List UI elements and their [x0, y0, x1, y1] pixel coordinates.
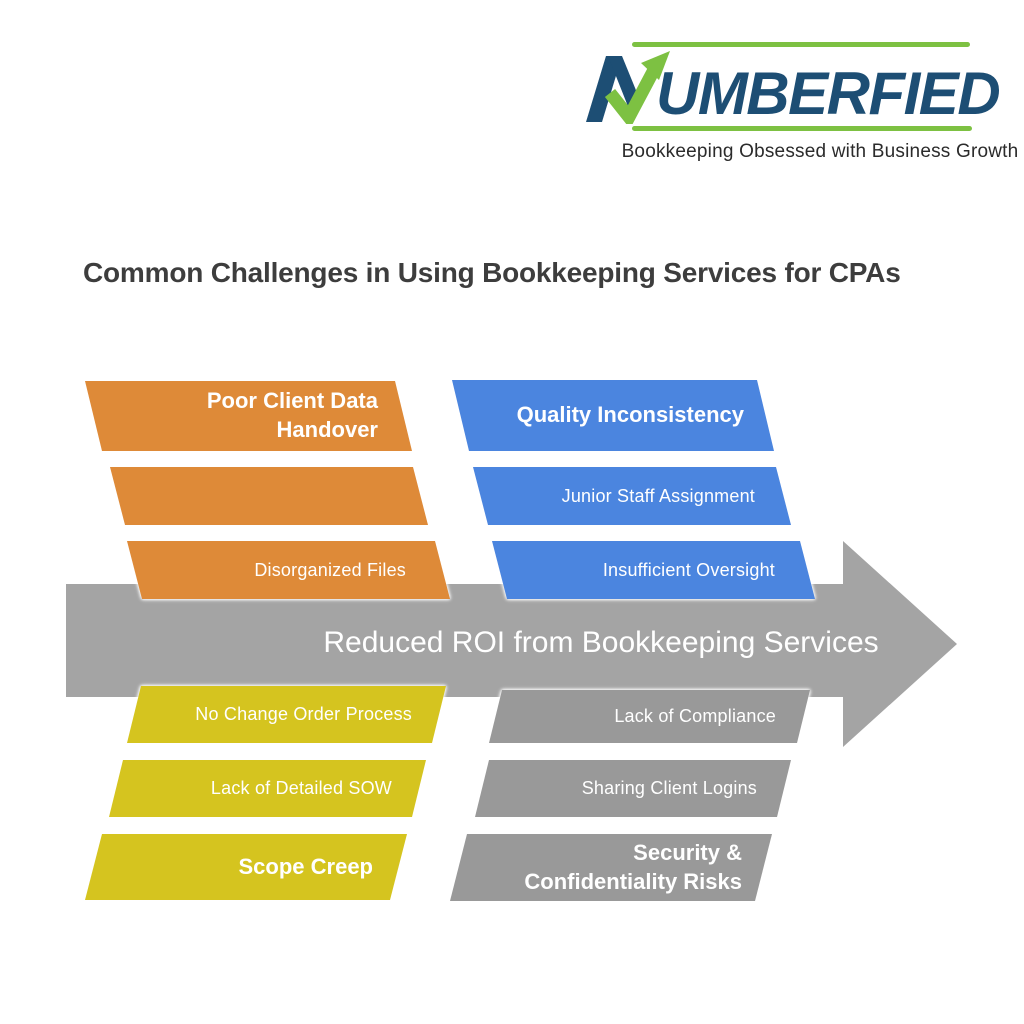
banner-poor-client-data-handover: Poor Client Data Handover — [85, 381, 412, 451]
banner-label: Scope Creep — [238, 853, 374, 879]
logo-growth-arrow-icon — [586, 51, 670, 124]
banner-sharing-client-logins: Sharing Client Logins — [475, 760, 791, 817]
banner-label: Insufficient Oversight — [602, 559, 775, 580]
banner-label: Sharing Client Logins — [581, 778, 757, 798]
banner-label: Security & Confidentiality Risks — [524, 839, 742, 894]
banner-junior-staff-assignment: Junior Staff Assignment — [473, 467, 791, 525]
banner-label: Lack of Compliance — [614, 706, 776, 726]
banner-label: Poor Client Data Handover — [206, 388, 378, 442]
logo-tagline: Bookkeeping Obsessed with Business Growt… — [621, 141, 1019, 162]
logo-bottom-rule — [632, 126, 972, 131]
banner-lack-of-compliance: Lack of Compliance — [489, 690, 810, 743]
banner-label: Disorganized Files — [254, 559, 406, 580]
banner-orange-spacer — [110, 467, 428, 525]
arrow-label: Reduced ROI from Bookkeeping Services — [323, 626, 879, 659]
banner-label: Junior Staff Assignment — [561, 485, 755, 506]
page-title: Common Challenges in Using Bookkeeping S… — [83, 257, 901, 288]
banner-label: Quality Inconsistency — [516, 402, 744, 428]
banner-label: No Change Order Process — [195, 704, 412, 724]
banner-disorganized-files: Disorganized Files — [127, 541, 450, 599]
logo-wordmark: UMBERFIED — [656, 60, 1001, 127]
banner-label: Lack of Detailed SOW — [210, 778, 392, 798]
banner-insufficient-oversight: Insufficient Oversight — [492, 541, 815, 599]
banner-quality-inconsistency: Quality Inconsistency — [452, 380, 774, 451]
banner-scope-creep: Scope Creep — [85, 834, 407, 900]
banner-security-confidentiality-risks: Security & Confidentiality Risks — [450, 834, 772, 901]
logo-top-rule — [632, 42, 970, 47]
banner-no-change-order-process: No Change Order Process — [127, 686, 446, 743]
banner-lack-of-detailed-sow: Lack of Detailed SOW — [109, 760, 426, 817]
